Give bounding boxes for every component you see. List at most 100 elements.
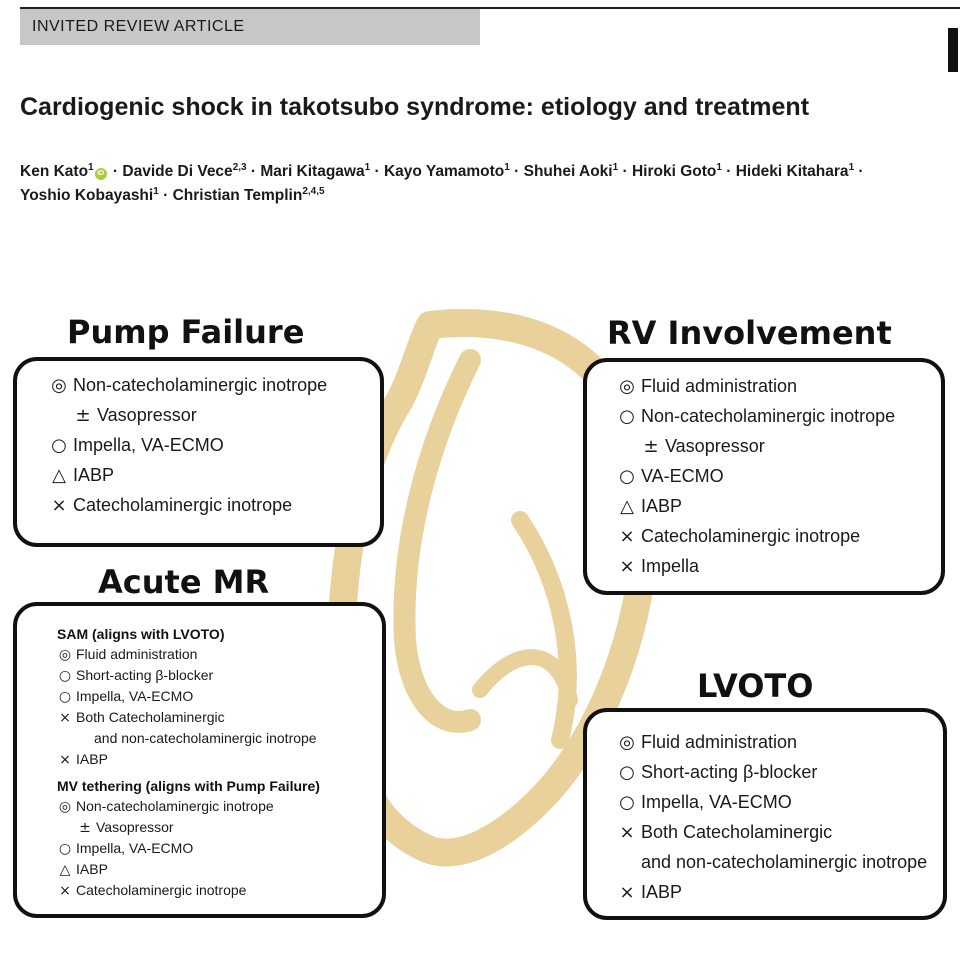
treatment-item: ○Short-acting β-blocker xyxy=(57,667,213,684)
treatment-item: ◎ Fluid administration xyxy=(617,376,797,397)
treatment-label: IABP xyxy=(641,496,683,516)
heart-apex-loop xyxy=(472,649,578,708)
treatment-label: Fluid administration xyxy=(641,732,798,752)
author-list: Ken Kato1iD · Davide Di Vece2,3 · Mari K… xyxy=(20,160,955,208)
acute-mr-heading: Acute MR xyxy=(98,563,270,601)
rating-symbol: ○ xyxy=(58,668,72,684)
author-affiliation: 2,4,5 xyxy=(302,186,325,197)
rating-symbol: × xyxy=(59,710,71,726)
rating-symbol: ± xyxy=(643,436,659,457)
acute-mr-box: SAM (aligns with LVOTO)◎Fluid administra… xyxy=(13,602,386,918)
treatment-label: Fluid administration xyxy=(641,376,798,396)
treatment-label: Vasopressor xyxy=(96,819,174,835)
author-name: Davide Di Vece xyxy=(122,163,233,180)
treatment-label: Vasopressor xyxy=(665,436,765,456)
author-affiliation: 2,3 xyxy=(232,162,247,173)
treatment-item: ×Catecholaminergic inotrope xyxy=(617,526,860,547)
heart-inner-curve xyxy=(511,511,577,749)
rating-symbol: △ xyxy=(52,465,66,486)
author-name: Hideki Kitahara xyxy=(735,163,849,180)
treatment-item: ± Vasopressor xyxy=(641,436,765,457)
treatment-item: ○ Non-catecholaminergic inotrope xyxy=(617,406,895,427)
treatment-label: Short-acting β-blocker xyxy=(76,667,214,683)
rating-symbol: ± xyxy=(75,405,91,426)
treatment-item: ○Impella, VA-ECMO xyxy=(57,840,193,857)
treatment-item: and non-catecholaminergic inotrope xyxy=(617,852,927,873)
author-name: Christian Templin xyxy=(172,187,303,204)
treatment-label: and non-catecholaminergic inotrope xyxy=(641,852,928,872)
pump-failure-heading: Pump Failure xyxy=(67,313,305,351)
treatment-label: Impella, VA-ECMO xyxy=(76,840,194,856)
treatment-label: Non-catecholaminergic inotrope xyxy=(73,375,328,395)
rating-symbol: △ xyxy=(59,862,71,878)
author-separator: · xyxy=(108,163,123,180)
author-separator: · xyxy=(854,163,864,180)
author-name: Yoshio Kobayashi xyxy=(20,187,154,204)
author-affiliation: 1 xyxy=(848,162,855,173)
author-separator: · xyxy=(618,163,632,180)
treatment-label: Non-catecholaminergic inotrope xyxy=(76,798,274,814)
treatment-item: ◎Non-catecholaminergic inotrope xyxy=(57,798,274,815)
rating-symbol: ◎ xyxy=(619,376,635,397)
author-affiliation: 1 xyxy=(364,162,371,173)
treatment-label: Catecholaminergic inotrope xyxy=(76,882,247,898)
rating-symbol: ± xyxy=(79,820,91,836)
rating-symbol: ○ xyxy=(51,435,67,456)
treatment-item: ×Both Catecholaminergic xyxy=(617,822,832,843)
rv-involvement-box: ◎ Fluid administration ○ Non-catecholaminer… xyxy=(583,358,945,595)
rating-symbol: × xyxy=(59,752,71,768)
rating-symbol: ○ xyxy=(619,466,635,487)
treatment-item: × Catecholaminergic inotrope xyxy=(49,495,292,516)
rating-symbol: ○ xyxy=(619,792,635,813)
treatment-label: Non-catecholaminergic inotrope xyxy=(641,406,896,426)
treatment-label: Vasopressor xyxy=(97,405,197,425)
author-affiliation: 1 xyxy=(716,162,722,173)
rating-symbol: ○ xyxy=(619,406,635,427)
treatment-item: × Catecholaminergic inotrope xyxy=(57,882,246,899)
treatment-label: and non-catecholaminergic inotrope xyxy=(94,730,317,746)
header-rule xyxy=(20,7,960,9)
treatment-item: ○Impella, VA-ECMO xyxy=(57,688,193,705)
rating-symbol: △ xyxy=(620,496,634,517)
article-title: Cardiogenic shock in takotsubo syndrome:… xyxy=(20,93,810,121)
author-affiliation: 1 xyxy=(88,162,94,173)
treatment-label: IABP xyxy=(73,465,115,485)
treatment-item: △IABP xyxy=(57,861,108,878)
rating-symbol: × xyxy=(59,883,71,899)
heart-septum xyxy=(393,349,481,733)
author-separator: · xyxy=(158,187,173,204)
treatment-label: IABP xyxy=(641,882,683,902)
treatment-label: Both Catecholaminergic xyxy=(76,709,225,725)
treatment-label: VA-ECMO xyxy=(641,466,724,486)
lvoto-box: ◎Fluid administration ○ Short-acting β-blo… xyxy=(583,708,947,920)
treatment-item: ◎Fluid administration xyxy=(57,646,198,663)
author-name: Mari Kitagawa xyxy=(260,163,365,180)
rating-symbol: × xyxy=(619,882,635,903)
treatment-label: Both Catecholaminergic xyxy=(641,822,833,842)
rating-symbol: × xyxy=(619,526,635,547)
article-type-banner: INVITED REVIEW ARTICLE xyxy=(20,9,480,45)
author-affiliation: 1 xyxy=(612,162,619,173)
treatment-item: ○ Short-acting β-blocker xyxy=(617,762,817,783)
sam-subheading: SAM (aligns with LVOTO) xyxy=(57,626,225,642)
orcid-icon[interactable]: iD xyxy=(94,168,107,180)
lvoto-heading: LVOTO xyxy=(697,667,814,705)
author-separator: · xyxy=(246,163,261,180)
treatment-label: Fluid administration xyxy=(76,646,198,662)
mv-tethering-subheading: MV tethering (aligns with Pump Failure) xyxy=(57,778,320,794)
rating-symbol: ◎ xyxy=(58,647,72,663)
treatment-item: ◎Fluid administration xyxy=(617,732,797,753)
author-affiliation: 1 xyxy=(504,162,510,173)
treatment-label: Catecholaminergic inotrope xyxy=(73,495,293,515)
rating-symbol: ◎ xyxy=(51,375,67,396)
rating-symbol: ○ xyxy=(619,762,635,783)
treatment-label: Impella, VA-ECMO xyxy=(76,688,194,704)
rating-symbol: × xyxy=(51,495,67,516)
rating-symbol: ◎ xyxy=(58,799,72,815)
treatment-item: ○Impella, VA-ECMO xyxy=(617,792,792,813)
treatment-item: × IABP xyxy=(617,882,682,903)
author-name: Ken Kato xyxy=(20,163,89,180)
treatment-label: Short-acting β-blocker xyxy=(641,762,818,782)
treatment-item: ◎ Non-catecholaminergic inotrope xyxy=(49,375,327,396)
treatment-item: ×IABP xyxy=(57,751,108,768)
